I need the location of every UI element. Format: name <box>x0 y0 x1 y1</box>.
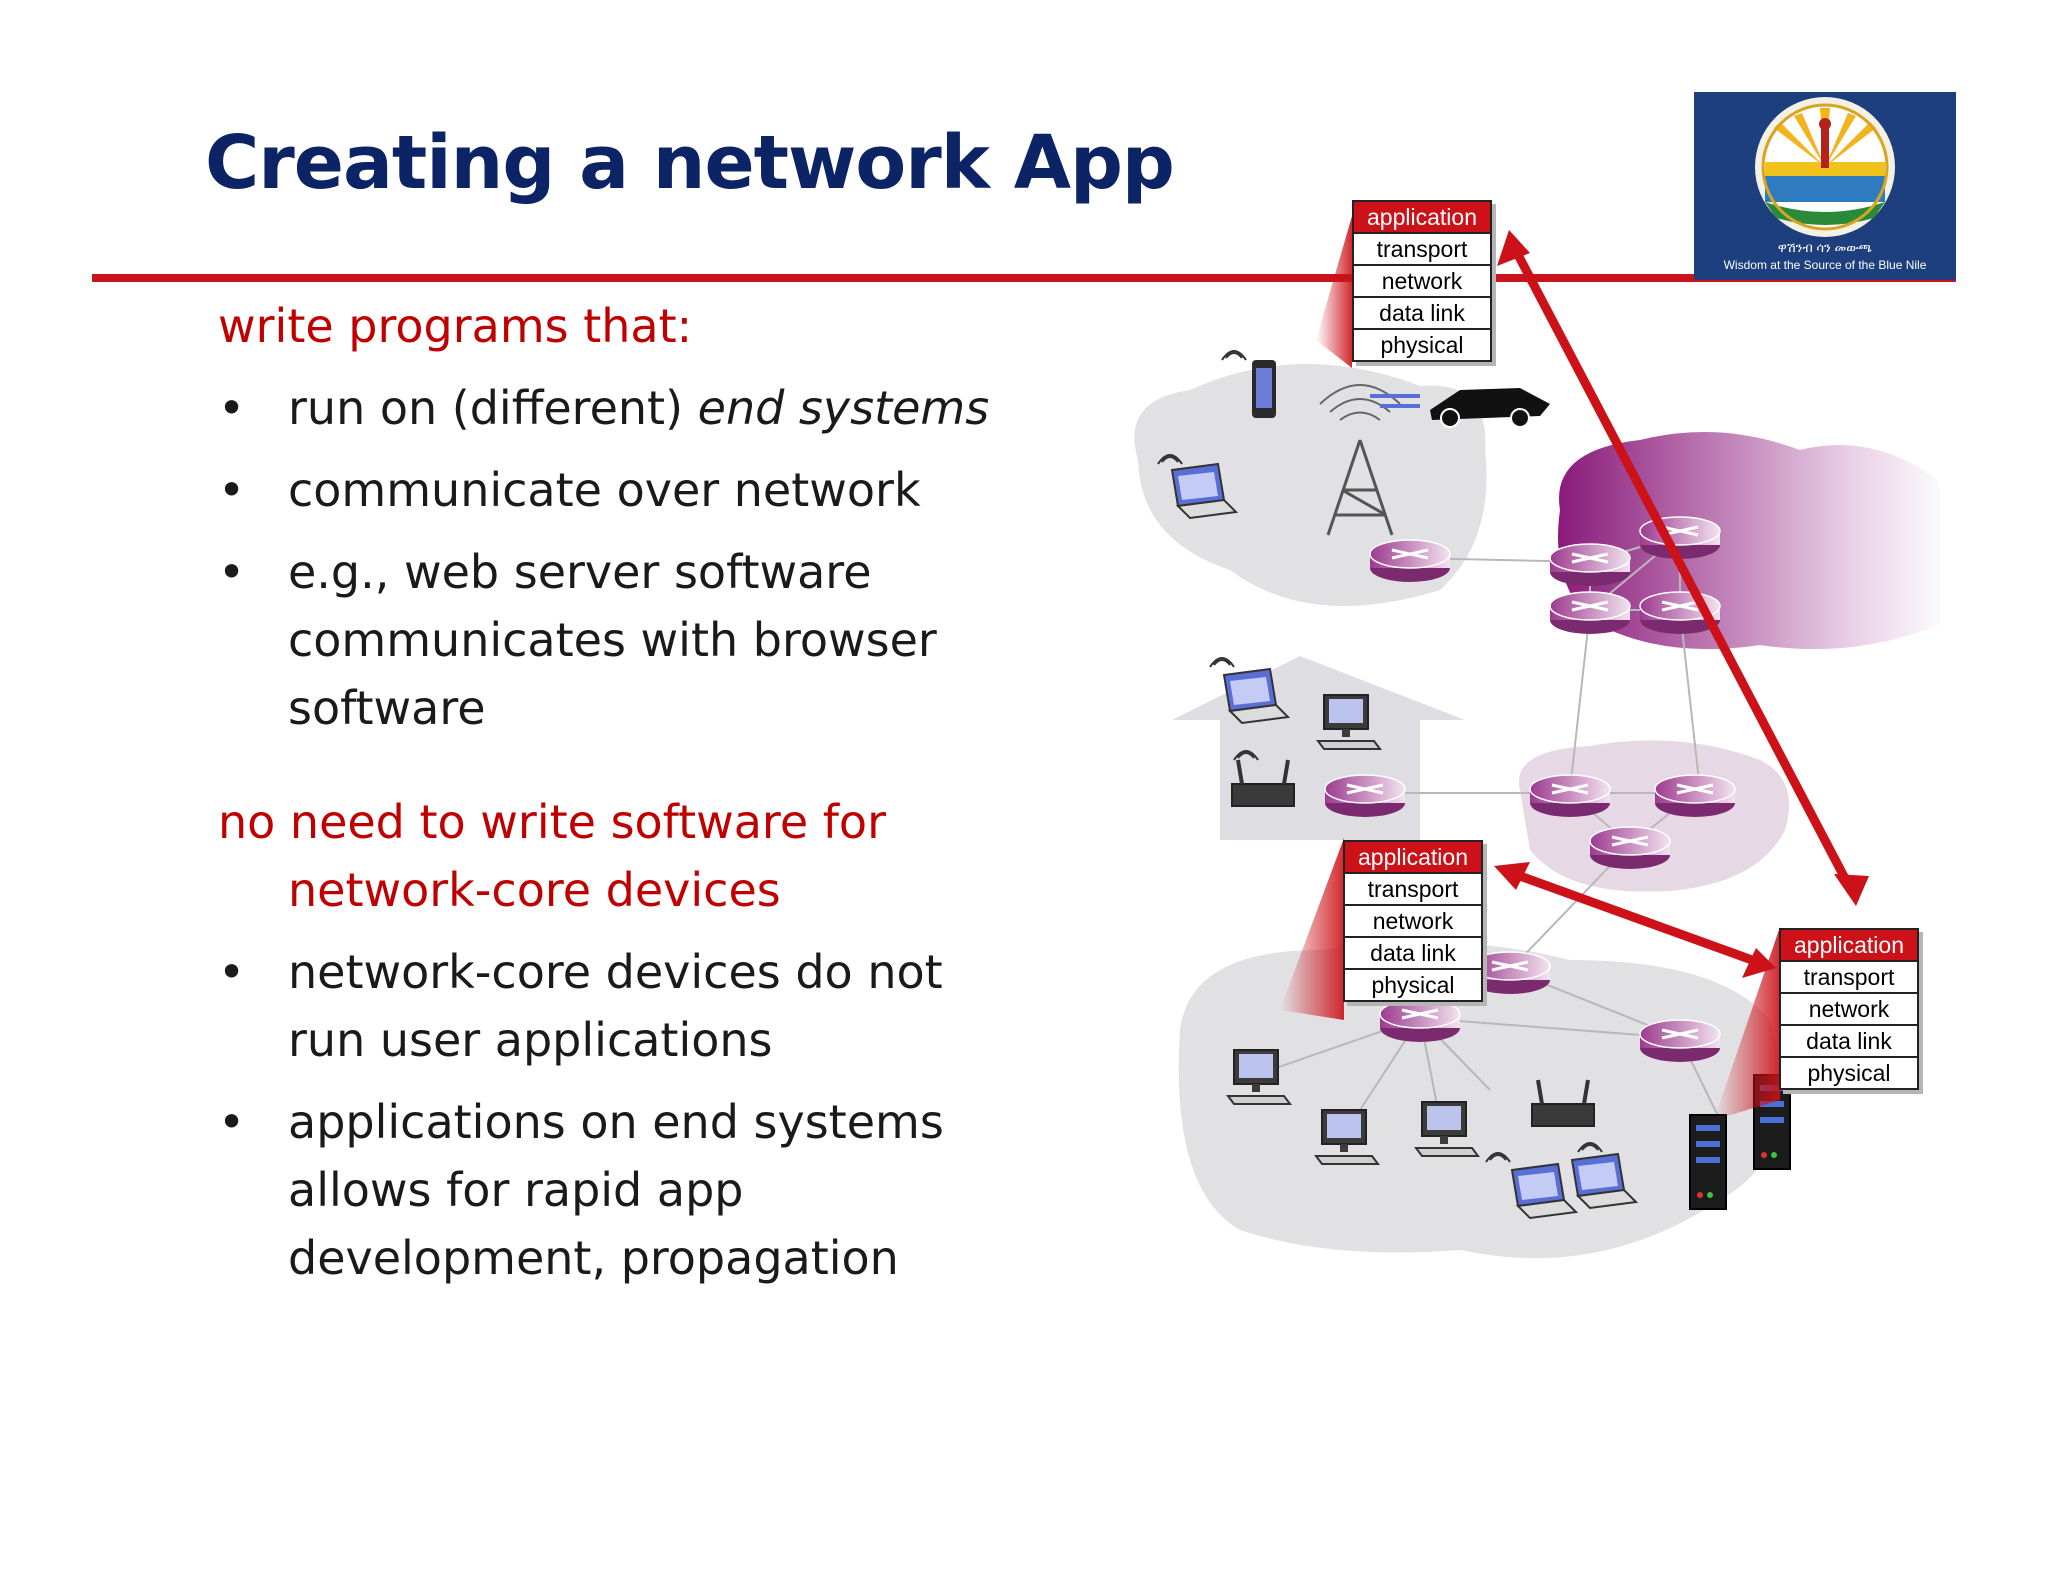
stack-layer-data-link: data link <box>1781 1024 1917 1056</box>
home-network-house <box>1172 656 1465 840</box>
communication-arrows <box>1494 230 1869 978</box>
bullet-text: run on (different) <box>288 381 698 435</box>
bullet-item: run on (different) end systems <box>218 374 1018 442</box>
stack-layer-transport: transport <box>1354 232 1490 264</box>
stack-layer-data-link: data link <box>1354 296 1490 328</box>
stack-layer-application: application <box>1345 842 1481 872</box>
car-icon <box>1370 388 1550 428</box>
bullet-emphasis: end systems <box>697 381 990 435</box>
stack-layer-physical: physical <box>1354 328 1490 360</box>
bullet-list-core: network-core devices do not run user app… <box>218 938 1018 1292</box>
stack-layer-network: network <box>1354 264 1490 296</box>
logo-tagline: Wisdom at the Source of the Blue Nile <box>1723 258 1927 272</box>
stack-layer-application: application <box>1781 930 1917 960</box>
slide-content: write programs that: run on (different) … <box>218 292 1018 1306</box>
smartphone-icon <box>1221 350 1276 418</box>
protocol-stack-wedges <box>1280 216 1780 1120</box>
network-diagram: application transport network data link … <box>1120 190 1940 1300</box>
bullet-item: network-core devices do not run user app… <box>218 938 1018 1074</box>
protocol-stack-top: application transport network data link … <box>1352 200 1492 362</box>
slide-title: Creating a network App <box>205 120 1175 206</box>
stack-layer-physical: physical <box>1781 1056 1917 1088</box>
bullet-text: network-core devices do not run user app… <box>288 945 943 1067</box>
bullet-list-programs: run on (different) end systems communica… <box>218 374 1018 742</box>
protocol-stack-bottom: application transport network data link … <box>1779 928 1919 1090</box>
bullet-item: e.g., web server software communicates w… <box>218 538 1018 742</box>
stack-layer-transport: transport <box>1345 872 1481 904</box>
bullet-text: communicate over network <box>288 463 921 517</box>
bullet-item: applications on end systems allows for r… <box>218 1088 1018 1292</box>
logo-emblem <box>1755 97 1895 237</box>
stack-layer-physical: physical <box>1345 968 1481 1000</box>
stack-layer-network: network <box>1781 992 1917 1024</box>
section-heading-programs: write programs that: <box>218 299 693 353</box>
logo-script-text: ዋሽንብ ሳን መውጫ <box>1777 240 1873 255</box>
stack-layer-network: network <box>1345 904 1481 936</box>
university-logo: ዋሽንብ ሳን መውጫ Wisdom at the Source of the … <box>1694 92 1956 280</box>
bullet-item: communicate over network <box>218 456 1018 524</box>
protocol-stack-middle: application transport network data link … <box>1343 840 1483 1002</box>
bullet-text: e.g., web server software communicates w… <box>288 545 937 735</box>
enterprise-network-cloud <box>1178 942 1783 1259</box>
network-diagram-graphic <box>1134 216 1940 1259</box>
bullet-text: applications on end systems allows for r… <box>288 1095 944 1285</box>
title-rule <box>92 274 1956 282</box>
stack-layer-transport: transport <box>1781 960 1917 992</box>
section-heading-core: no need to write software for network-co… <box>218 795 886 917</box>
stack-layer-application: application <box>1354 202 1490 232</box>
stack-layer-data-link: data link <box>1345 936 1481 968</box>
